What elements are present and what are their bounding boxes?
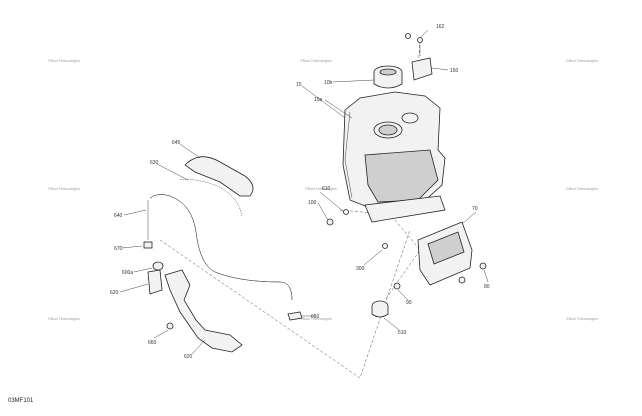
callout-150: 150 <box>450 68 459 74</box>
leader-lines <box>119 29 489 355</box>
callout-645: 645 <box>172 140 181 146</box>
callout-10a: 10a <box>314 97 323 103</box>
watermark: ©Bool Technologies <box>48 317 80 321</box>
callout-10b: 10b <box>324 80 333 86</box>
callout-610: 610 <box>322 186 331 192</box>
oil-tank <box>342 91 446 223</box>
watermark: ©Bool Technologies <box>300 317 332 321</box>
callout-100: 100 <box>308 200 317 206</box>
watermark: ©Bool Technologies <box>305 187 337 191</box>
control-module <box>393 221 487 290</box>
callout-15: 15 <box>296 82 302 88</box>
callout-70: 70 <box>472 206 478 212</box>
callout-670: 670 <box>114 246 123 252</box>
callout-660: 660 <box>148 340 157 346</box>
drawing-code: 03MF101 <box>8 398 34 404</box>
callout-90: 90 <box>406 300 412 306</box>
watermark: ©Bool Technologies <box>48 59 80 63</box>
callout-640: 640 <box>114 213 123 219</box>
callout-600a: 600a <box>122 270 133 276</box>
callout-80: 80 <box>484 284 490 290</box>
callout-620: 620 <box>110 290 119 296</box>
watermark: ©Bool Technologies <box>300 59 332 63</box>
watermarks: ©Bool Technologies ©Bool Technologies ©B… <box>48 59 598 321</box>
watermark: ©Bool Technologies <box>48 187 80 191</box>
callout-630: 630 <box>150 160 159 166</box>
callout-162: 162 <box>436 24 445 30</box>
fittings <box>143 241 243 353</box>
bracket <box>405 33 433 81</box>
watermark: ©Bool Technologies <box>566 59 598 63</box>
watermark: ©Bool Technologies <box>566 317 598 321</box>
callout-620-lower: 620 <box>184 354 193 360</box>
callout-510: 510 <box>398 330 407 336</box>
callout-300: 300 <box>356 266 365 272</box>
fasteners <box>326 209 388 249</box>
callouts: 162 15 10b 150 10a 645 630 640 610 100 7… <box>110 24 490 360</box>
watermark: ©Bool Technologies <box>566 187 598 191</box>
cap <box>371 300 389 318</box>
filler-cap <box>373 65 403 89</box>
callout-650: 650 <box>311 314 320 320</box>
hoses <box>147 156 303 321</box>
